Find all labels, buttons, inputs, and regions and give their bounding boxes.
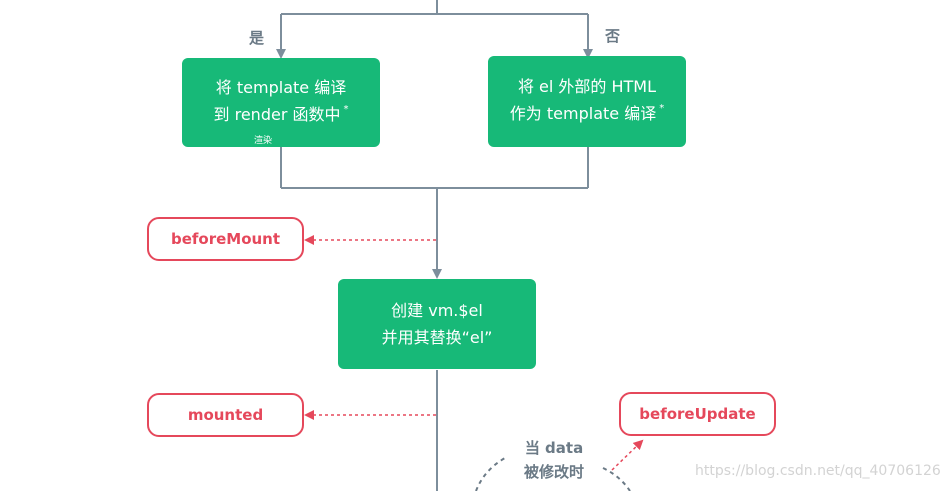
before-update-hook: beforeUpdate: [619, 392, 776, 436]
before-mount-hook: beforeMount: [147, 217, 304, 261]
data-change-condition: 当 data 被修改时: [506, 436, 602, 484]
compile-outer-html-star: *: [659, 103, 665, 114]
compile-outer-html-line2: 作为 template 编译: [509, 104, 657, 123]
compile-template-line2-row: 到 render 函数中*: [214, 101, 349, 131]
branch-no-label: 否: [605, 27, 621, 45]
condition-line1: 当 data: [524, 439, 584, 457]
compile-template-node: 将 template 编译 到 render 函数中* 渲染: [182, 58, 380, 147]
compile-outer-html-line1: 将 el 外部的 HTML: [517, 77, 657, 96]
before-update-arrow: [611, 439, 644, 471]
compile-outer-html-line2-row: 作为 template 编译*: [510, 100, 664, 130]
compile-template-star: *: [343, 104, 349, 115]
branch-yes-label: 是: [249, 29, 265, 47]
create-el-line2: 并用其替换“el”: [381, 328, 493, 347]
watermark: https://blog.csdn.net/qq_40706126: [695, 463, 941, 479]
compile-template-line1: 将 template 编译: [215, 78, 347, 97]
mounted-hook: mounted: [147, 393, 304, 437]
create-el-line1: 创建 vm.$el: [391, 301, 483, 320]
compile-template-line2: 到 render 函数中: [213, 105, 341, 124]
compile-outer-html-node: 将 el 外部的 HTML 作为 template 编译*: [488, 56, 686, 147]
render-note: 渲染: [254, 136, 273, 146]
update-loop-left-arc: [475, 457, 506, 491]
create-el-node: 创建 vm.$el 并用其替换“el”: [338, 279, 536, 369]
update-loop-right-arc: [602, 467, 631, 491]
condition-line2: 被修改时: [523, 463, 584, 481]
